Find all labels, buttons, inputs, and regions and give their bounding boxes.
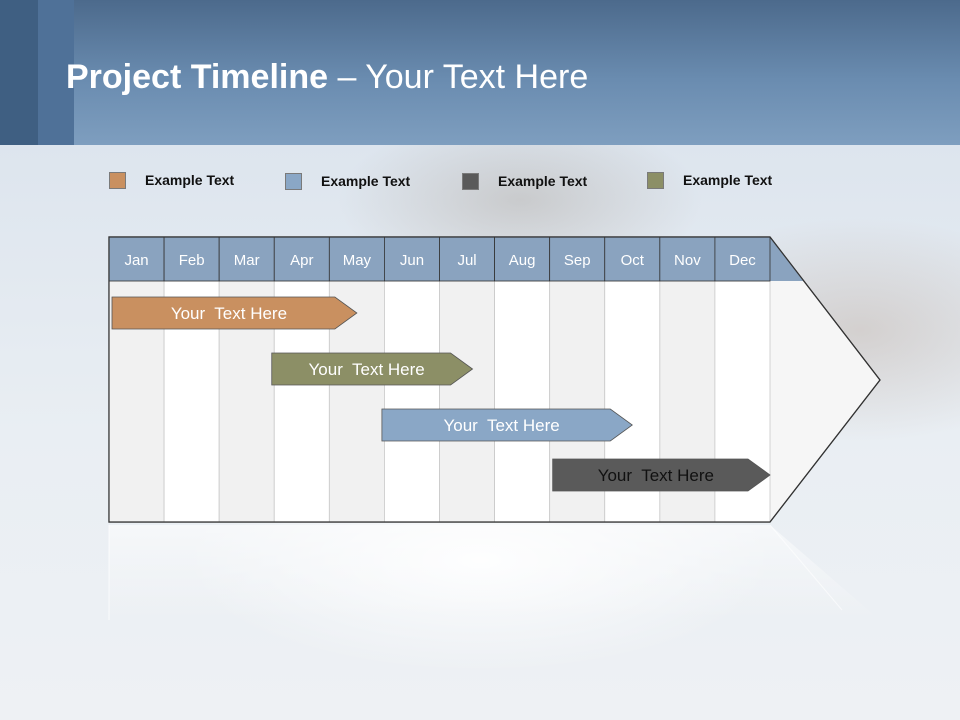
month-label: Apr — [290, 252, 313, 269]
legend-label: Example Text — [321, 173, 411, 189]
month-column — [439, 280, 495, 523]
task-bar[interactable] — [271, 352, 474, 386]
month-header-cell — [384, 236, 440, 282]
month-label: May — [343, 252, 372, 269]
task-bar-label: Your Text Here — [443, 416, 559, 435]
legend-label: Example Text — [145, 172, 235, 188]
legend-item-2[interactable]: Example Text — [285, 171, 410, 191]
month-label: Nov — [674, 252, 701, 269]
legend-swatch — [647, 171, 664, 189]
task-bar-label: Your Text Here — [309, 360, 425, 379]
title-rest: – Your Text Here — [328, 58, 589, 96]
title-banner: Project Timeline – Your Text Here — [0, 0, 960, 145]
timeline-outline — [108, 236, 881, 523]
slide-title[interactable]: Project Timeline – Your Text Here — [66, 58, 588, 97]
accent-strip — [0, 0, 38, 145]
month-header-cell — [659, 236, 716, 282]
legend-swatch — [285, 172, 302, 190]
month-header-cell — [439, 236, 495, 282]
month-label: Sep — [564, 252, 591, 269]
month-header-cell — [604, 236, 661, 282]
month-label: Dec — [729, 252, 756, 269]
month-label: Oct — [621, 252, 645, 269]
month-header-cell — [549, 236, 606, 282]
month-header-cell — [163, 236, 220, 282]
month-label: Jun — [400, 252, 424, 269]
legend-item-4[interactable]: Example Text — [647, 170, 772, 190]
month-label: Aug — [509, 252, 536, 269]
task-bar[interactable] — [111, 296, 358, 330]
month-column — [384, 280, 440, 523]
task-bar[interactable] — [552, 458, 771, 492]
legend-swatch — [462, 172, 479, 190]
month-label: Feb — [179, 252, 205, 269]
task-bar[interactable] — [381, 408, 633, 442]
reflection-edge — [769, 524, 843, 611]
month-column — [494, 280, 551, 523]
accent-strip — [38, 0, 74, 145]
legend-swatch — [109, 171, 126, 189]
month-label: Jul — [457, 252, 476, 269]
month-header-cell — [273, 236, 330, 282]
timeline-reflection — [109, 525, 880, 620]
legend-label: Example Text — [498, 173, 588, 189]
month-header-cell — [218, 236, 275, 282]
month-label: Jan — [124, 252, 148, 269]
task-bar-label: Your Text Here — [171, 304, 287, 323]
task-bar-label: Your Text Here — [598, 466, 714, 485]
legend-label: Example Text — [683, 172, 773, 188]
legend-item-3[interactable]: Example Text — [462, 171, 587, 191]
legend-item-1[interactable]: Example Text — [109, 170, 234, 190]
month-header-cell — [494, 236, 551, 282]
title-bold: Project Timeline — [66, 58, 329, 96]
month-label: Mar — [234, 252, 260, 269]
month-header-cell — [714, 236, 771, 282]
month-header-cell — [108, 236, 165, 282]
